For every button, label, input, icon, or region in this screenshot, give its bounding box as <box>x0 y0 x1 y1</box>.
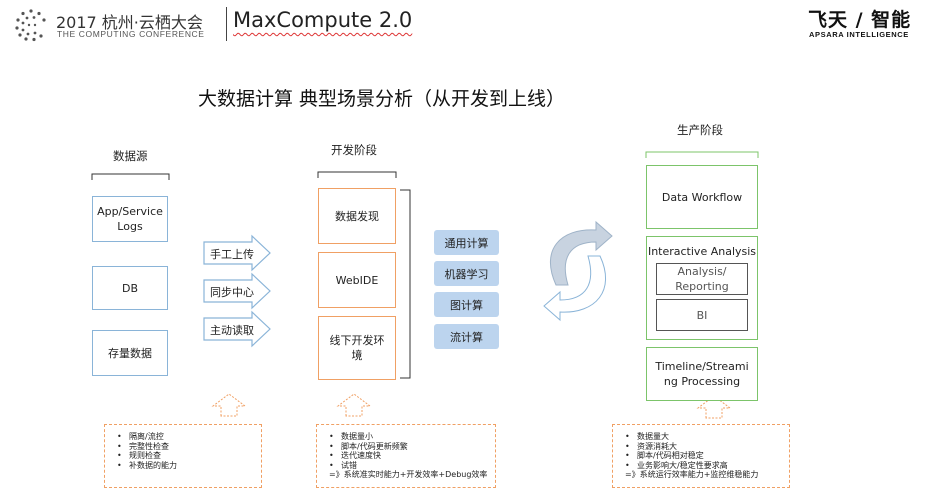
product-title: MaxCompute 2.0 <box>233 8 413 32</box>
ingest-active-read-label: 主动读取 <box>210 324 254 337</box>
prod-analysis-reporting: Analysis/ Reporting <box>656 263 748 295</box>
dev-note-item: 数据量小 <box>329 432 487 442</box>
brand-logo-subtext: APSARA INTELLIGENCE <box>809 30 909 39</box>
tag-general-compute: 通用计算 <box>434 230 499 255</box>
source-note-item: 隔离/流控 <box>117 432 253 442</box>
ingest-arrow-1 <box>203 234 271 272</box>
dev-stage-label: 开发阶段 <box>331 143 377 157</box>
dev-offline-env: 线下开发环境 <box>318 316 396 380</box>
dev-webide: WebIDE <box>318 252 396 308</box>
dev-data-discovery: 数据发现 <box>318 188 396 244</box>
prod-stage-label: 生产阶段 <box>677 123 723 137</box>
dev-notes: 数据量小 脚本/代码更新频繁 迭代速度快 试错 =》系统准实时能力+开发效率+D… <box>316 424 496 488</box>
prod-data-workflow: Data Workflow <box>646 165 758 229</box>
source-db: DB <box>92 266 168 310</box>
header-divider <box>226 7 227 41</box>
tag-machine-learning: 机器学习 <box>434 261 499 286</box>
cycle-arrows-icon <box>543 220 613 322</box>
slide-title: 大数据计算 典型场景分析（从开发到上线） <box>198 88 566 110</box>
prod-note-item: 资源消耗大 <box>625 442 781 452</box>
dev-note-item: 试错 <box>329 461 487 471</box>
note-up-arrow-3 <box>696 395 732 419</box>
brand-logo-text: 飞天 / 智能 <box>808 9 912 31</box>
prod-notes: 数据量大 资源消耗大 脚本/代码相对稳定 业务影响大/稳定性要求高 =》系统运行… <box>612 424 790 488</box>
prod-note-item: 数据量大 <box>625 432 781 442</box>
tag-graph-compute: 图计算 <box>434 292 499 317</box>
prod-bi: BI <box>656 299 748 331</box>
prod-note-item: 脚本/代码相对稳定 <box>625 451 781 461</box>
conference-title: 2017 杭州·云栖大会 <box>56 13 203 32</box>
ingest-sync-center-label: 同步中心 <box>210 286 254 299</box>
note-up-arrow-1 <box>211 393 247 417</box>
ingest-arrow-2 <box>203 272 271 310</box>
ingest-manual-upload-label: 手工上传 <box>210 248 254 261</box>
ingest-arrow-3 <box>203 310 271 348</box>
note-up-arrow-2 <box>336 393 372 417</box>
conference-logo-icon <box>15 9 46 42</box>
tag-stream-compute: 流计算 <box>434 324 499 349</box>
source-notes: 隔离/流控 完整性检查 规则检查 补数据的能力 <box>104 424 262 488</box>
source-stock-data: 存量数据 <box>92 330 168 376</box>
prod-interactive-analysis-label: Interactive Analysis <box>647 245 757 258</box>
conference-subtitle: THE COMPUTING CONFERENCE <box>57 29 205 39</box>
prod-timeline-streaming: Timeline/Streaming Processing <box>646 347 758 401</box>
dev-note-item: 脚本/代码更新频繁 <box>329 442 487 452</box>
source-note-item: 规则检查 <box>117 451 253 461</box>
source-app-logs: App/Service Logs <box>92 196 168 242</box>
dev-note-item: 迭代速度快 <box>329 451 487 461</box>
prod-note-item: 业务影响大/稳定性要求高 <box>625 461 781 471</box>
prod-notes-summary: =》系统运行效率能力+监控维稳能力 <box>625 470 759 479</box>
dev-notes-summary: =》系统准实时能力+开发效率+Debug效率 <box>329 470 488 479</box>
source-note-item: 补数据的能力 <box>117 461 253 471</box>
source-note-item: 完整性检查 <box>117 442 253 452</box>
sources-label: 数据源 <box>113 149 148 163</box>
